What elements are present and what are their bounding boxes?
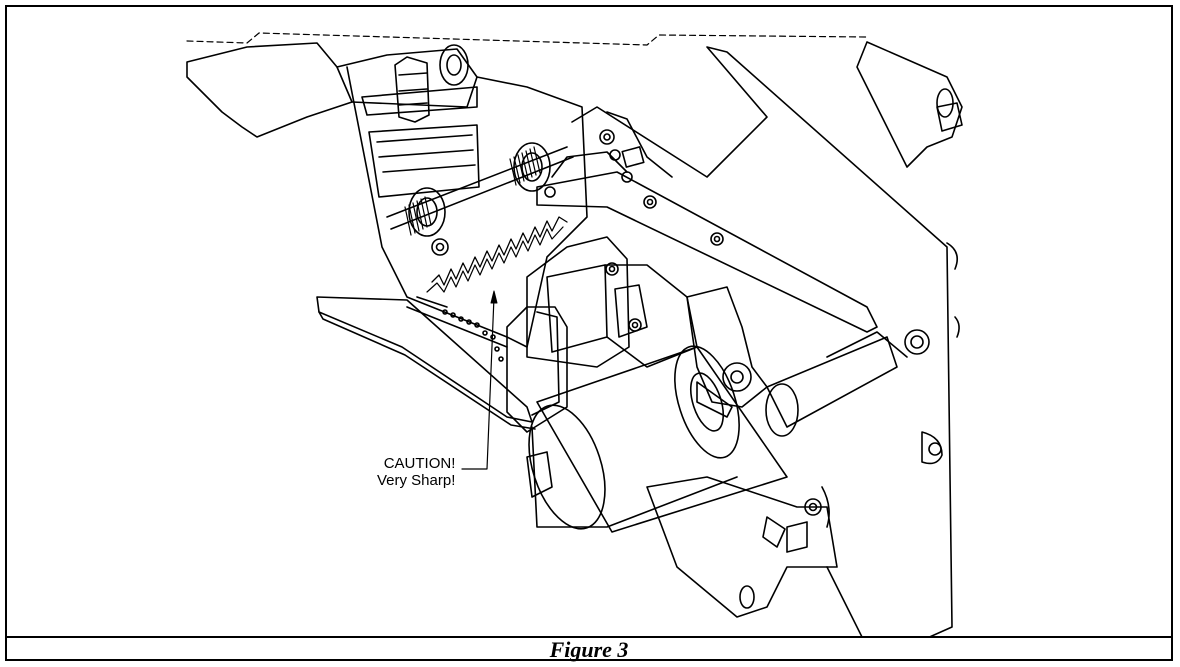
right-disc [856,41,963,168]
figure-caption: Figure 3 [549,637,629,662]
large-roller [536,346,788,533]
small-block [526,451,553,498]
right-upper-plate [571,46,953,636]
right-roller [766,336,898,428]
blade-holes [442,309,504,362]
callout-line-1: CAUTION! [383,455,456,472]
coil-spring-right [509,146,541,186]
serrated-blade [431,216,568,286]
dashed-cut-line [186,32,868,46]
diagonal-arm [536,171,878,333]
lower-bracket [646,476,838,618]
coil-spring-left [404,196,432,236]
drive-block [526,236,630,368]
mechanism-line-drawing [186,32,963,636]
caption-divider [7,636,1171,638]
upper-housing [186,42,353,138]
lower-tray [316,296,533,423]
figure-frame [5,5,1173,661]
caution-callout: CAUTION! Very Sharp! [377,455,455,489]
callout-leader [461,296,495,470]
left-side-plate [346,66,588,348]
spring-rod [386,146,574,230]
callout-arrowhead [490,290,498,304]
callout-line-2: Very Sharp! [377,472,456,489]
